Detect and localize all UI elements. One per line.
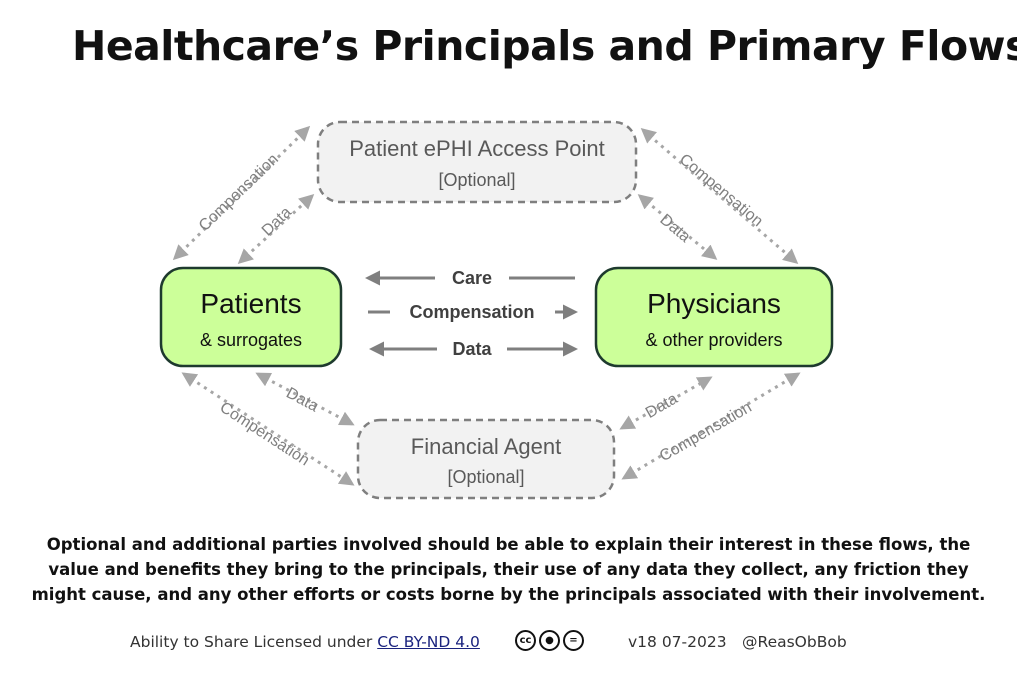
financial-agent-sub: [Optional] (447, 467, 524, 487)
data-flow: Data (369, 336, 578, 362)
compensation-label: Compensation (409, 302, 534, 322)
author-handle: @ReasObBob (742, 633, 847, 651)
physicians-access-data-label: Data (656, 211, 693, 246)
physicians-financial-data-flow: Data (619, 376, 713, 430)
patients-access-data-label: Data (259, 204, 295, 240)
data-label: Data (452, 339, 492, 359)
explanatory-note: Optional and additional parties involved… (31, 535, 986, 604)
license-prefix: Ability to Share Licensed under (130, 633, 373, 651)
physicians-financial-data-label: Data (643, 390, 681, 422)
patients-financial-data-flow: Data (255, 372, 355, 426)
patients-sub: & surrogates (200, 330, 302, 350)
physicians-financial-compensation-flow: Compensation (621, 372, 801, 480)
license-line: Ability to Share Licensed under CC BY-ND… (130, 633, 480, 651)
care-flow: Care (365, 265, 575, 291)
attribution-icon: ● (539, 630, 560, 651)
compensation-flow: Compensation (368, 299, 578, 325)
financial-agent-name: Financial Agent (411, 434, 561, 459)
physicians-access-data-flow: Data (637, 194, 718, 260)
patients-financial-data-label: Data (283, 385, 321, 416)
no-derivatives-icon: = (563, 630, 584, 651)
access-point-name: Patient ePHI Access Point (349, 136, 605, 161)
patients-access-compensation-flow: Compensation (172, 125, 311, 261)
patients-access-data-flow: Data (237, 193, 315, 265)
access-point-sub: [Optional] (438, 170, 515, 190)
access-point-node: Patient ePHI Access Point [Optional] (316, 120, 638, 204)
version-label: v18 07-2023 (628, 633, 727, 651)
physicians-name: Physicians (647, 288, 781, 319)
patients-financial-compensation-label: Compensation (217, 399, 313, 469)
patients-name: Patients (200, 288, 301, 319)
cc-icon: cc (515, 630, 536, 651)
patients-financial-compensation-flow: Compensation (181, 372, 355, 486)
physicians-node: Physicians & other providers (594, 266, 834, 368)
page-title: Healthcare’s Principals and Primary Flow… (72, 22, 1017, 70)
financial-agent-node: Financial Agent [Optional] (356, 418, 616, 500)
physicians-access-compensation-flow: Compensation (640, 128, 799, 264)
physicians-sub: & other providers (645, 330, 782, 350)
license-link[interactable]: CC BY-ND 4.0 (377, 633, 480, 651)
patients-node: Patients & surrogates (159, 266, 343, 368)
license-badges: cc ● = (515, 630, 584, 651)
care-label: Care (452, 268, 492, 288)
physicians-access-compensation-label: Compensation (676, 151, 766, 230)
